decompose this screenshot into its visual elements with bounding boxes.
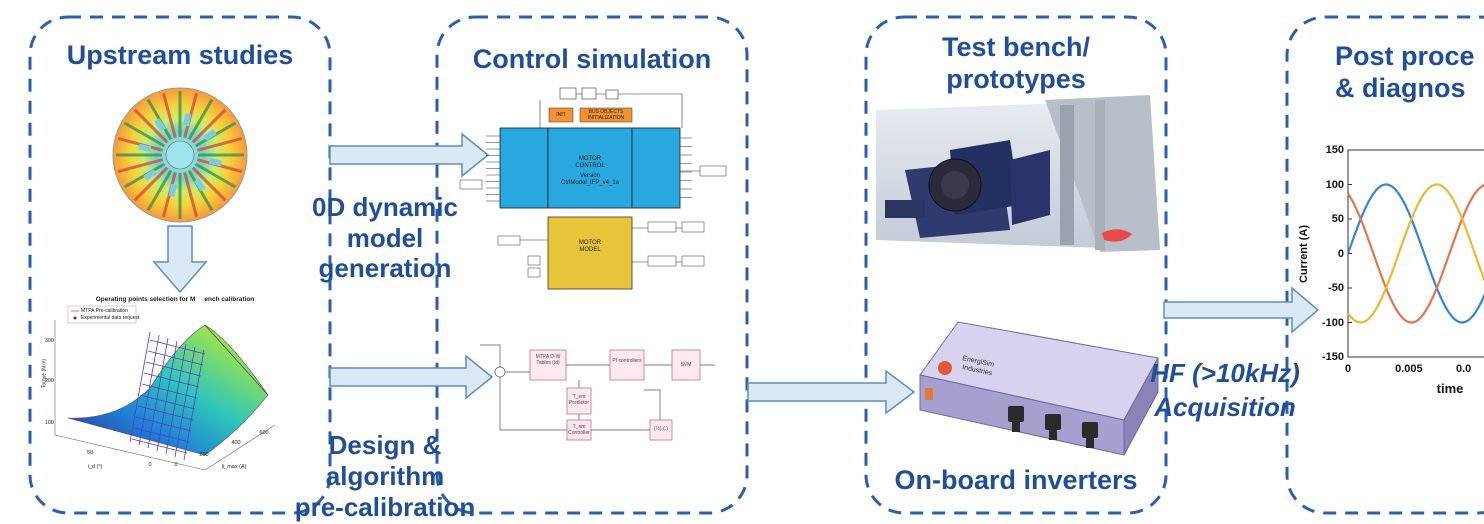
testbench-title-line1: Test bench/ xyxy=(941,32,1091,62)
chart-ytick-label: -50 xyxy=(1328,282,1344,294)
design-line1: Design & xyxy=(328,430,442,460)
chart-series-line-2 xyxy=(1347,184,1484,324)
panel-upstream xyxy=(28,15,332,515)
chart-xtick-label: 0.0 xyxy=(1455,363,1472,375)
control-title: Control simulation xyxy=(472,44,712,74)
chart-ytick-label: -150 xyxy=(1321,351,1344,363)
chart-xtick-label: 0.005 xyxy=(1395,363,1423,375)
surface-xlabel-right: |i_max (A) xyxy=(221,464,247,470)
surface-ytick-200: 200 xyxy=(44,378,54,384)
testbench-bottom-label: On-board inverters xyxy=(894,465,1138,495)
orange-tag-init: INIT xyxy=(556,112,566,118)
design-line2: algorithm xyxy=(325,461,445,491)
current-chart xyxy=(1346,149,1484,358)
dynamic-model-line1: 0D dynamic xyxy=(312,192,458,222)
orange-tag-bus: BUS OBJECTS xyxy=(588,109,624,115)
post-title-line2: & diagnos xyxy=(1335,73,1466,103)
motor-cross-section-image xyxy=(112,87,248,223)
surface-ytick-100: 100 xyxy=(44,420,54,426)
upstream-title: Upstream studies xyxy=(66,40,294,70)
arrow-to-design xyxy=(329,354,494,400)
motor-control-label-1: MOTOR xyxy=(578,156,602,162)
surface-ylabel: Torque (N.m) xyxy=(41,358,48,389)
surface-ytick-300: 300 xyxy=(44,338,54,344)
inverter-image xyxy=(919,321,1159,456)
surface-xtick-r-200: 200 xyxy=(199,452,209,458)
chart-ytick-label: 150 xyxy=(1325,144,1344,156)
surface-plot-title: Operating points selection for M ench ca… xyxy=(95,296,255,303)
arrow-to-dynamic-model xyxy=(329,132,490,178)
ctrl-block-predictor: T_em Predictor xyxy=(568,394,589,406)
testbench-title-line2: prototypes xyxy=(946,64,1086,94)
inverter-connectors xyxy=(1008,406,1098,448)
chart-ytick-label: -100 xyxy=(1321,316,1344,329)
ctrl-block-svm: SVM xyxy=(680,362,692,368)
motor-control-label-2: CONTROL xyxy=(575,163,605,169)
dynamic-model-line3: generation xyxy=(318,253,452,283)
surface-legend-1: MTPA Pre-calibration xyxy=(81,308,128,314)
motor-model-label-2: MODEL xyxy=(579,247,601,253)
ctrl-block-pi: PI controllers xyxy=(612,358,642,364)
surface-xtick-l-50: 50 xyxy=(86,450,94,456)
orange-tag-init2: INITIALIZATION xyxy=(587,115,625,121)
panel-testbench xyxy=(864,15,1168,515)
motor-control-label-3: Version xyxy=(579,173,600,179)
simulink-model xyxy=(459,87,727,290)
ctrl-block-gain: (½)·(.) xyxy=(654,426,668,432)
ctrl-block-mtpa: MTPA D-W Tables (Id) xyxy=(535,354,561,366)
panel-control xyxy=(435,15,749,515)
acquisition-line1: HF (>10kHz) xyxy=(1150,358,1300,388)
surface-xtick-r-0: 0 xyxy=(174,462,178,468)
chart-xtick-label: 0 xyxy=(1344,363,1352,375)
chart-plot-area xyxy=(1347,149,1484,358)
chart-xlabel: time xyxy=(1436,381,1464,396)
arrow-to-post xyxy=(1163,286,1320,334)
surface-legend-2: Experimental data request xyxy=(81,315,140,321)
chart-ytick-label: 50 xyxy=(1331,213,1344,225)
chart-ytick-label: 0 xyxy=(1337,247,1344,260)
motor-control-label-4: CtrlModel_IFP_v4_1a xyxy=(560,180,620,186)
control-loop-diagram xyxy=(480,344,715,441)
test-bench-photo xyxy=(876,95,1160,252)
surface-plot xyxy=(54,305,276,471)
dynamic-model-line2: model xyxy=(346,223,424,253)
motor-model-label-1: MOTOR xyxy=(578,240,602,246)
acquisition-line2: Acquisition xyxy=(1154,392,1296,422)
chart-series-line-1 xyxy=(1346,183,1484,324)
surface-xtick-r-400: 400 xyxy=(231,440,241,446)
surface-xtick-l-0: 0 xyxy=(148,462,152,468)
surface-xtick-r-600: 600 xyxy=(259,430,269,436)
surface-xlabel-left: i_d (°) xyxy=(87,464,103,470)
chart-ytick-label: 100 xyxy=(1325,178,1344,191)
down-arrow xyxy=(152,225,208,294)
arrow-to-inverter xyxy=(747,369,916,415)
ctrl-block-controller: T_em Controller xyxy=(568,424,590,436)
design-line3: pre-calibration xyxy=(294,492,476,522)
panel-post xyxy=(1285,15,1484,515)
chart-series-line-3 xyxy=(1347,183,1484,324)
post-title-line1: Post proce xyxy=(1335,41,1475,71)
